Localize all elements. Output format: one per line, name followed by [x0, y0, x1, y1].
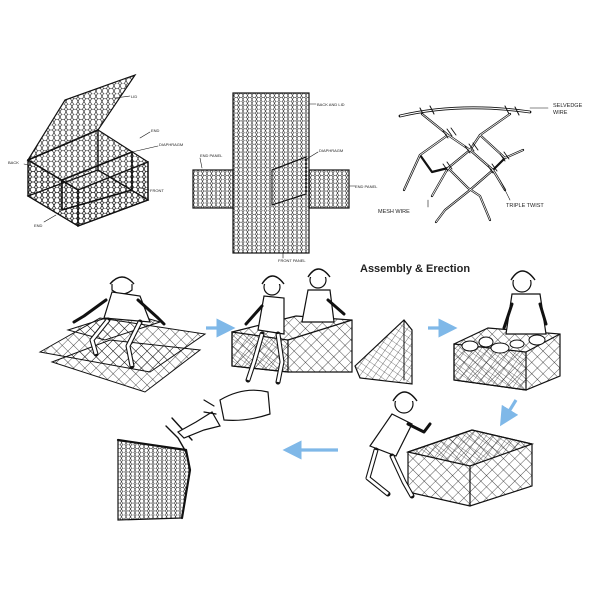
- worker-lacing: [365, 391, 432, 499]
- label-selvedge-wire: WIRE: [553, 110, 568, 116]
- label-mesh-wire: MESH WIRE: [378, 209, 410, 215]
- label-end-panel-left: END PANEL: [200, 153, 223, 158]
- unfolded-left-panel: [192, 169, 234, 209]
- arrow-step3-to-step4: [499, 399, 519, 427]
- unfolded-gabion-diagram: BACK AND LID END PANEL DIAPHRAGM END PAN…: [192, 92, 378, 263]
- label-diaphragm: DIAPHRAGM: [159, 142, 183, 147]
- box-diaphragm: [61, 150, 133, 212]
- label-lid: LID: [131, 94, 137, 99]
- label-front: FRONT: [150, 188, 164, 193]
- mesh-detail-diagram: SELVEDGE WIRE MESH WIRE TRIPLE TWIST: [378, 103, 583, 224]
- step-fill-with-stones: [354, 270, 561, 391]
- worker-bending: [72, 276, 166, 369]
- label-end-panel-right: END PANEL: [355, 184, 378, 189]
- stones: [461, 334, 546, 354]
- unfolded-right-panel: [308, 169, 350, 209]
- gabion-box-diagram: LID END DIAPHRAGM BACK FRONT END: [8, 73, 183, 228]
- step-twist-tie-wire: [116, 389, 271, 521]
- label-back: BACK: [8, 160, 19, 165]
- flow-arrows: [206, 318, 519, 460]
- triple-twist-marks: [442, 127, 510, 174]
- step-close-and-lace-lid: [365, 391, 535, 507]
- worker-left: [244, 275, 285, 385]
- label-unfolded-diaphragm: DIAPHRAGM: [319, 148, 343, 153]
- unfolded-diaphragm: [271, 156, 307, 206]
- hand-with-pliers: [177, 389, 271, 439]
- section-heading: Assembly & Erection: [360, 263, 470, 275]
- worker-right: [301, 268, 346, 323]
- step-raise-sides: [231, 268, 353, 385]
- label-end-bottom: END: [34, 223, 43, 228]
- box-front-panel: [77, 160, 149, 228]
- label-triple-twist: TRIPLE TWIST: [506, 203, 544, 209]
- worker-filling: [502, 270, 548, 335]
- label-selvedge: SELVEDGE: [553, 103, 583, 109]
- label-end-top: END: [151, 128, 160, 133]
- step-unfold-panels: [38, 276, 207, 393]
- label-back-and-lid: BACK AND LID: [317, 102, 345, 107]
- label-front-panel: FRONT PANEL: [278, 258, 306, 263]
